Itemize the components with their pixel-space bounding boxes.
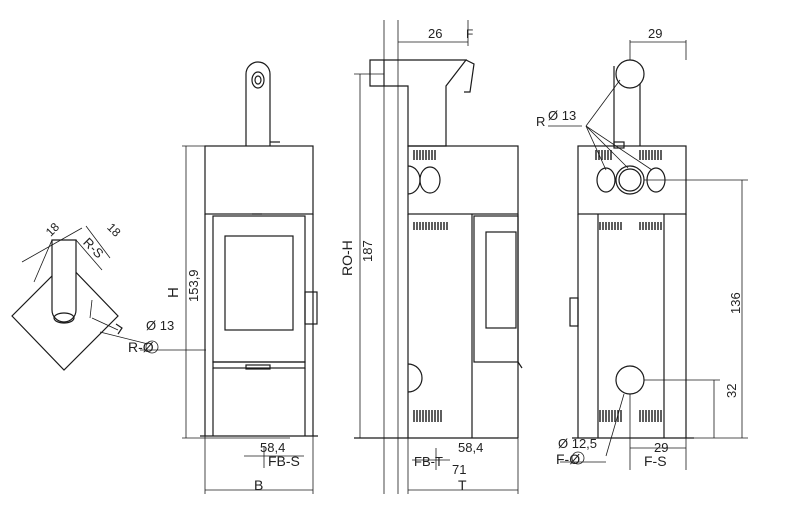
back-air-inlet (615, 365, 645, 395)
top-view-flue-opening (53, 312, 75, 324)
back-top-vents (595, 150, 662, 160)
front-window (224, 235, 294, 331)
top-diameter: Ø 13 (146, 318, 174, 333)
front-label-fbs: FB-S (268, 453, 300, 469)
side-top-panel (407, 145, 519, 215)
back-top-offset: 29 (648, 26, 662, 41)
back-top-flue-circle (615, 59, 645, 89)
back-height-upper: 136 (728, 292, 743, 314)
back-height-lower: 32 (724, 384, 739, 398)
front-flue (245, 61, 271, 146)
side-base-value: 58,4 (458, 440, 483, 455)
top-label-rs: R-S (80, 235, 107, 262)
back-top-diameter: Ø 13 (548, 108, 576, 123)
front-door-handle (304, 291, 318, 325)
top-view-body (11, 261, 119, 371)
front-height-value: 153,9 (186, 269, 201, 302)
front-view: H 153,9 58,4 FB-S B (165, 61, 318, 494)
back-mid-vents (599, 222, 662, 230)
front-top-panel (204, 145, 314, 215)
side-label-roh: RO-H (339, 240, 355, 276)
side-mid-vents (413, 222, 448, 230)
front-height-letter: H (165, 287, 182, 298)
back-top-outlet (615, 165, 645, 195)
back-bottom-vents (599, 410, 662, 422)
top-view: 18 18 R-S Ø 13 R-Ø (11, 220, 206, 371)
side-top-offset: 26 (428, 26, 442, 41)
top-dim-a: 18 (43, 220, 63, 240)
back-label-r: R (536, 114, 545, 129)
side-bottom-vents (413, 410, 442, 422)
back-label-fs: F-S (644, 453, 667, 469)
side-height-value: 187 (360, 240, 375, 262)
back-lower-diameter: Ø 12,5 (558, 436, 597, 451)
top-dim-b: 18 (104, 220, 124, 240)
back-view: 29 R Ø 13 136 32 Ø 12,5 F-Ø 29 F-S (536, 26, 748, 470)
side-cut-mark: F (466, 27, 473, 41)
front-width-letter: B (254, 477, 263, 493)
side-label-fbt: FB-T (414, 454, 443, 469)
front-door-frame (212, 215, 306, 363)
front-depth-value: 58,4 (260, 440, 285, 455)
side-view: 26 F RO-H 187 58,4 FB-T 71 T (339, 20, 523, 494)
back-bottom-offset: 29 (654, 440, 668, 455)
top-label-r: R-Ø (128, 339, 154, 355)
side-top-vents (413, 150, 436, 160)
side-depth-letter: T (458, 477, 467, 493)
side-depth-value: 71 (452, 462, 466, 477)
back-label-f: F-Ø (556, 451, 580, 467)
top-view-flue (51, 239, 77, 323)
